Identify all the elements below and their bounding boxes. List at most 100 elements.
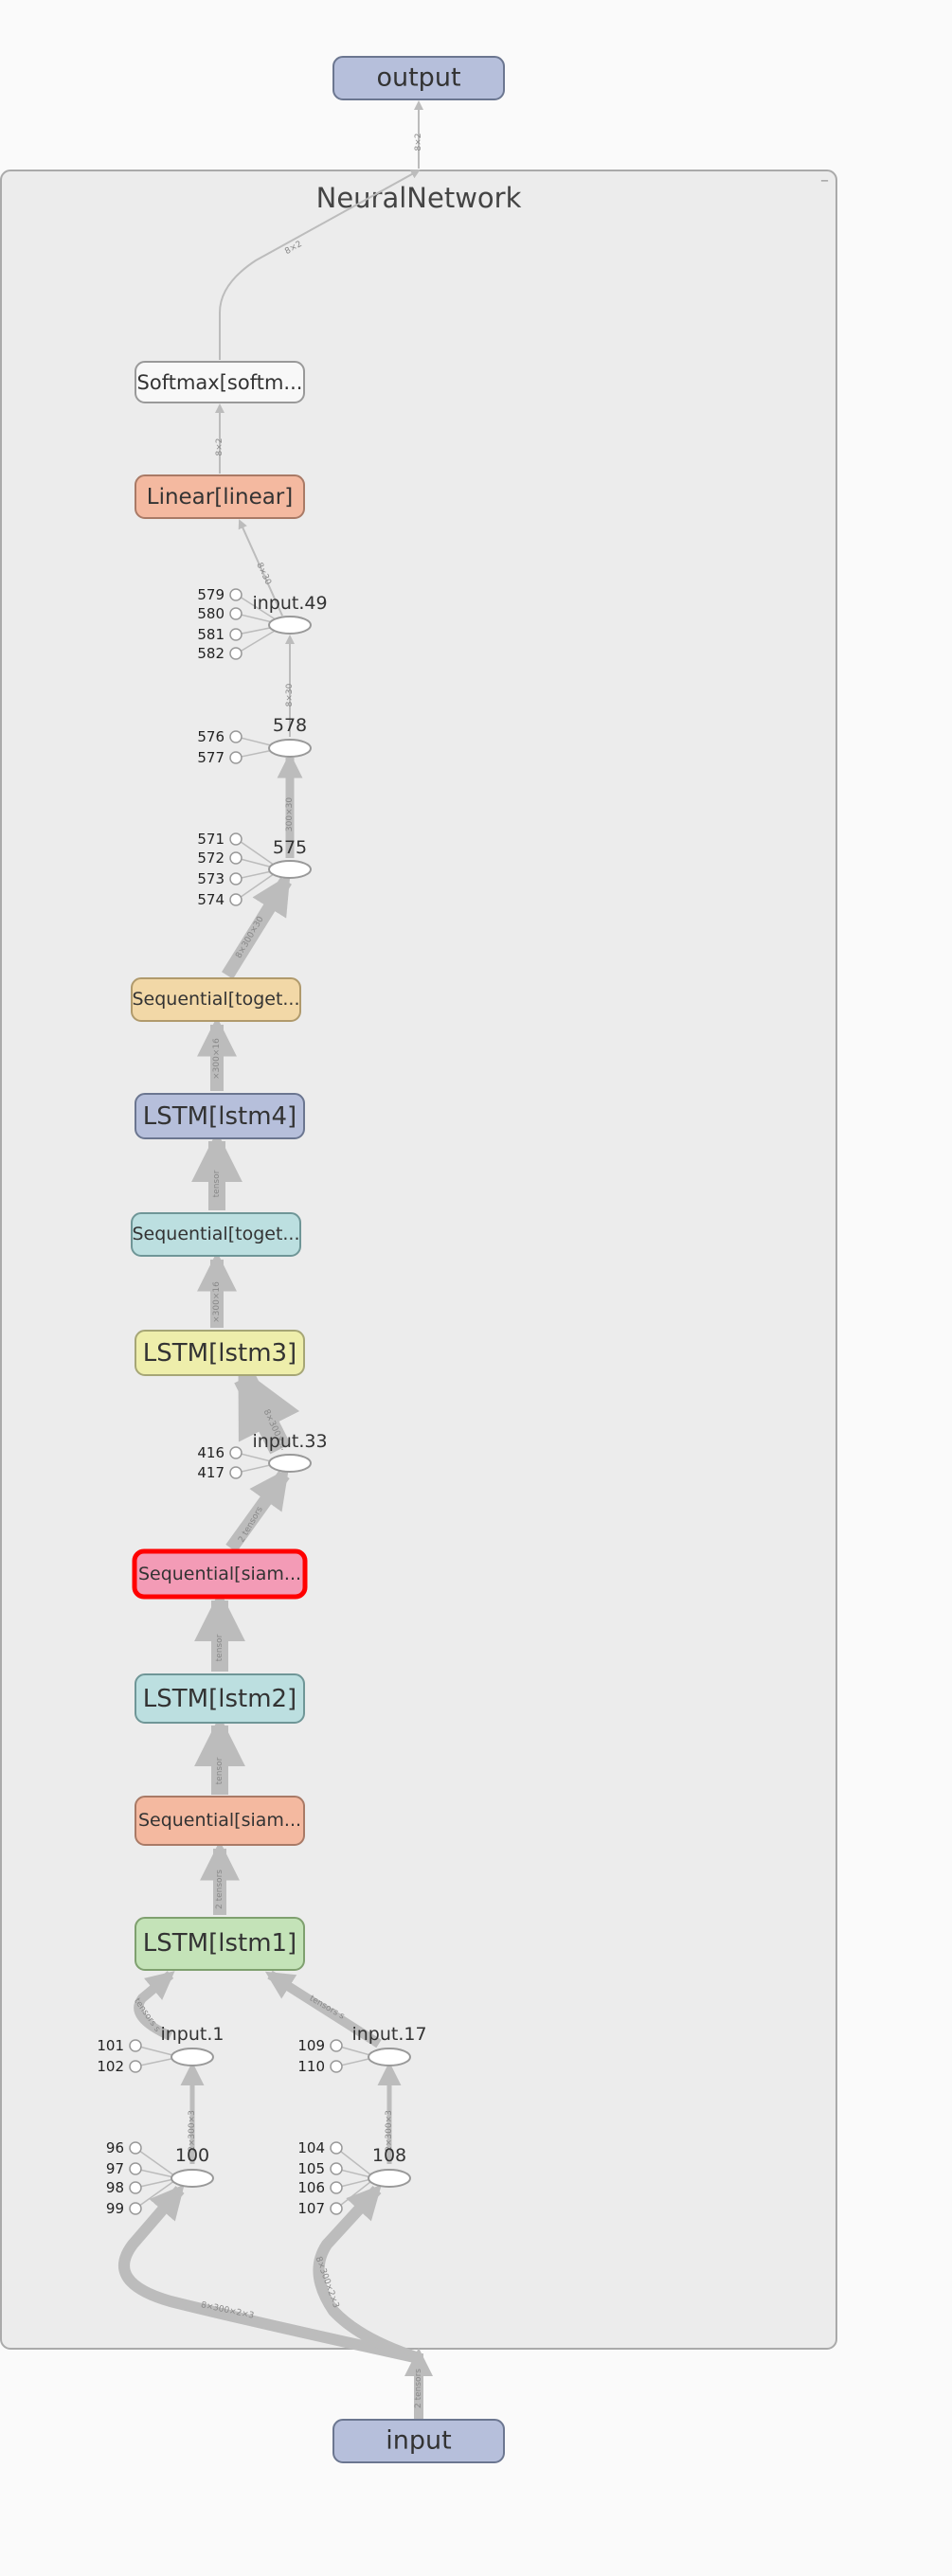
edge-input17-lstm1: [264, 1970, 382, 2048]
const-574-label: 574: [197, 891, 225, 908]
sequential-siamese-label-1: Sequential[siam...: [138, 1564, 301, 1584]
edge-label-lstm2-siam: tensor: [215, 1634, 225, 1661]
const-572-label: 572: [197, 850, 225, 867]
const-574[interactable]: [229, 893, 242, 906]
const-104-label: 104: [297, 2139, 325, 2156]
const-101[interactable]: [129, 2039, 142, 2052]
const-577-label: 577: [197, 749, 225, 766]
const-573[interactable]: [229, 872, 242, 886]
const-580-label: 580: [197, 605, 225, 622]
const-582[interactable]: [229, 647, 242, 660]
const-577[interactable]: [229, 751, 242, 764]
sequential-together-label-2: Sequential[toget...: [132, 1224, 299, 1244]
op-input49[interactable]: [268, 616, 312, 635]
const-104[interactable]: [330, 2141, 343, 2155]
softmax-node-label: Softmax[softm...: [137, 371, 303, 394]
op-input1[interactable]: [171, 2048, 214, 2066]
edge-label-linear-softmax: 8×2: [215, 438, 225, 456]
output-node-label: output: [376, 63, 460, 93]
const-99-label: 99: [106, 2200, 124, 2217]
const-98[interactable]: [129, 2181, 142, 2194]
const-105[interactable]: [330, 2162, 343, 2175]
edge-label-input-in: 2 tensors: [414, 2369, 423, 2408]
const-417[interactable]: [229, 1466, 242, 1479]
edge-label-seq2-lstm4: tensor: [212, 1170, 222, 1197]
op-108[interactable]: [368, 2169, 411, 2188]
op-100-label: 100: [175, 2145, 209, 2166]
op-578-label: 578: [273, 715, 307, 736]
sequential-siamese-node-2[interactable]: [135, 1796, 305, 1846]
const-571-label: 571: [197, 831, 225, 848]
op-575[interactable]: [268, 860, 312, 879]
const-96[interactable]: [129, 2141, 142, 2155]
const-106[interactable]: [330, 2181, 343, 2194]
lstm1-node[interactable]: [135, 1917, 305, 1971]
lstm2-node-label: LSTM[lstm2]: [143, 1685, 296, 1713]
const-102[interactable]: [129, 2060, 142, 2073]
const-107[interactable]: [330, 2202, 343, 2215]
softmax-node[interactable]: [135, 361, 305, 403]
edge-input33-lstm3: [234, 1366, 300, 1455]
const-labels: 579 580 581 582 576 577 571 572 573 574 …: [97, 586, 325, 2217]
const-573-label: 573: [197, 870, 225, 887]
const-580[interactable]: [229, 607, 242, 620]
output-node[interactable]: [332, 56, 505, 100]
op-108-label: 108: [372, 2145, 406, 2166]
neural-network-cluster[interactable]: [0, 170, 837, 2350]
const-99[interactable]: [129, 2202, 142, 2215]
lstm2-node[interactable]: [135, 1673, 305, 1724]
const-416[interactable]: [229, 1446, 242, 1459]
const-nodes: [129, 588, 343, 2215]
const-576-label: 576: [197, 728, 225, 745]
const-97-label: 97: [106, 2160, 124, 2177]
op-input33[interactable]: [268, 1454, 312, 1473]
edge-label-575-578: 300×30: [285, 797, 295, 832]
const-571[interactable]: [229, 832, 242, 846]
op-input17-label: input.17: [351, 2024, 426, 2045]
edge-label-siam2-lstm2: tensor: [215, 1757, 225, 1784]
const-98-label: 98: [106, 2179, 124, 2196]
input-node-label: input: [386, 2426, 451, 2456]
op-input49-label: input.49: [252, 593, 327, 614]
const-579-label: 579: [197, 586, 225, 603]
edges: [118, 100, 433, 2420]
const-110-label: 110: [297, 2058, 325, 2075]
lstm4-node[interactable]: [135, 1093, 305, 1139]
op-578[interactable]: [268, 739, 312, 758]
edge-label-lstm4-seq: ×300×16: [212, 1038, 222, 1080]
sequential-together-node-1[interactable]: [131, 977, 301, 1022]
sequential-siamese-node-1[interactable]: [132, 1548, 308, 1600]
const-110[interactable]: [330, 2060, 343, 2073]
const-576[interactable]: [229, 730, 242, 743]
op-input17[interactable]: [368, 2048, 411, 2066]
const-97[interactable]: [129, 2162, 142, 2175]
linear-node-label: Linear[linear]: [147, 485, 294, 510]
input-node[interactable]: [332, 2419, 505, 2463]
edge-input49-linear: [238, 519, 283, 617]
linear-node[interactable]: [135, 474, 305, 519]
const-582-label: 582: [197, 645, 225, 662]
sequential-together-node-2[interactable]: [131, 1212, 301, 1257]
const-102-label: 102: [97, 2058, 124, 2075]
const-417-label: 417: [197, 1464, 225, 1481]
const-581[interactable]: [229, 628, 242, 641]
edge-softmax-out: [219, 170, 421, 360]
const-107-label: 107: [297, 2200, 325, 2217]
collapse-icon[interactable]: –: [820, 170, 829, 190]
op-nodes: [171, 616, 411, 2188]
const-109[interactable]: [330, 2039, 343, 2052]
edge-label-108-input17: 2×300×3: [385, 2110, 394, 2152]
const-581-label: 581: [197, 626, 225, 643]
edge-label-out: 8×2: [414, 134, 423, 152]
op-labels: input.49 578 575 input.33 input.1 input.…: [160, 593, 426, 2166]
lstm3-node[interactable]: [135, 1330, 305, 1376]
const-572[interactable]: [229, 851, 242, 865]
const-579[interactable]: [229, 588, 242, 601]
sequential-together-label-1: Sequential[toget...: [132, 989, 299, 1010]
edge-label-lstm1-siam2: 2 tensors: [215, 1869, 225, 1909]
edge-label-lstm3-seq2: ×300×16: [212, 1281, 222, 1323]
op-100[interactable]: [171, 2169, 214, 2188]
lstm1-node-label: LSTM[lstm1]: [143, 1929, 296, 1958]
edge-label-578-input49: 8×30: [285, 683, 295, 707]
